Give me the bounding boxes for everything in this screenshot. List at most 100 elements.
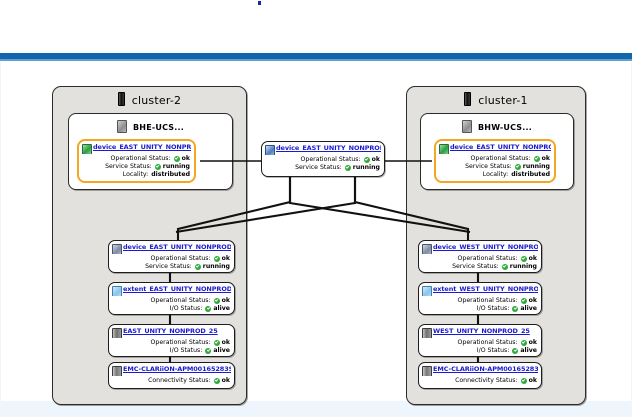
node-name-link[interactable]: device_WEST_UNITY_NONPROD_25: [433, 243, 538, 251]
attr-label: Operational Status:: [457, 255, 518, 262]
node-left-extent[interactable]: extent_EAST_UNITY_NONPROD_25 Operational…: [108, 282, 235, 315]
attr-io-status: I/O Status: alive: [422, 305, 537, 313]
attr-label: Operational Status:: [300, 156, 361, 163]
status-ok-icon: [213, 378, 220, 384]
attr-label: Operational Status:: [150, 339, 211, 346]
status-ok-icon: [520, 256, 527, 262]
node-attributes: Operational Status: ok I/O Status: alive: [112, 297, 230, 313]
attr-value: ok: [528, 377, 537, 384]
node-attributes: Operational Status: ok Service Status: r…: [112, 255, 230, 271]
node-attributes: Operational Status: ok Service Status: r…: [422, 255, 537, 271]
attr-value: distributed: [511, 171, 550, 178]
node-name-link[interactable]: WEST_UNITY_NONPROD_25: [433, 327, 530, 335]
node-header: device_EAST_UNITY_NONPROD_25: [439, 143, 551, 154]
attr-service-status: Service Status: running: [422, 263, 537, 271]
status-ok-icon: [520, 340, 527, 346]
attr-value: running: [509, 263, 537, 270]
node-right-virtual-volume[interactable]: device_EAST_UNITY_NONPROD_25 Operational…: [434, 139, 556, 183]
ucs-icon: [462, 120, 472, 133]
attr-locality: Locality: distributed: [82, 171, 190, 179]
attr-io-status: I/O Status: alive: [112, 347, 230, 355]
storage-array-icon: [112, 366, 122, 376]
cluster-icon: [464, 92, 472, 106]
node-header: device_EAST_UNITY_NONPROD_25: [82, 143, 191, 154]
attr-label: Locality:: [122, 171, 149, 178]
status-ok-icon: [512, 348, 519, 354]
ucs-box-left[interactable]: BHE-UCS... device_EAST_UNITY_NONPROD_25 …: [68, 113, 233, 190]
attr-value: alive: [213, 305, 230, 312]
attr-connectivity-status: Connectivity Status: ok: [112, 377, 230, 385]
cluster-title-label: cluster-1: [478, 94, 528, 107]
node-left-virtual-volume[interactable]: device_EAST_UNITY_NONPROD_25 Operational…: [77, 139, 196, 183]
attr-value: ok: [181, 155, 190, 162]
attr-value: ok: [221, 255, 230, 262]
attr-label: I/O Status:: [476, 305, 510, 312]
node-left-device[interactable]: device_EAST_UNITY_NONPROD_25 Operational…: [108, 240, 235, 273]
status-ok-icon: [512, 306, 519, 312]
attr-value: ok: [221, 297, 230, 304]
node-attributes: Connectivity Status: ok: [112, 377, 230, 385]
attr-label: I/O Status:: [476, 347, 510, 354]
node-name-link[interactable]: EMC-CLARiiON-APM00165283SE: [433, 365, 538, 373]
attr-connectivity-status: Connectivity Status: ok: [422, 377, 537, 385]
node-center-distributed-device[interactable]: device_EAST_UNITY_NONPROD_25 Operational…: [261, 141, 385, 177]
attr-io-status: I/O Status: alive: [112, 305, 230, 313]
attr-operational-status: Operational Status: ok: [422, 255, 537, 263]
node-header: device_WEST_UNITY_NONPROD_25: [422, 243, 538, 254]
node-name-link[interactable]: EMC-CLARiiON-APM00165283SE: [123, 365, 231, 373]
node-name-link[interactable]: device_EAST_UNITY_NONPROD_25: [93, 143, 191, 151]
node-right-extent[interactable]: extent_WEST_UNITY_NONPROD_25 Operational…: [418, 282, 542, 315]
attr-service-status: Service Status: running: [82, 163, 190, 171]
node-name-link[interactable]: extent_EAST_UNITY_NONPROD_25: [123, 285, 231, 293]
attr-operational-status: Operational Status: ok: [82, 155, 190, 163]
attr-label: Operational Status:: [150, 297, 211, 304]
attr-value: ok: [528, 255, 537, 262]
node-right-storage-volume[interactable]: WEST_UNITY_NONPROD_25 Operational Status…: [418, 324, 542, 357]
attr-locality: Locality: distributed: [439, 171, 550, 179]
cluster-icon: [117, 92, 125, 106]
canvas-bottom-band: [0, 406, 632, 417]
attr-label: Service Status:: [452, 263, 499, 270]
cluster-title-label: cluster-2: [131, 94, 182, 107]
status-ok-icon: [213, 256, 220, 262]
node-header: EAST_UNITY_NONPROD_25: [112, 327, 231, 338]
ucs-title-label: BHE-UCS...: [133, 123, 184, 132]
node-right-storage-array[interactable]: EMC-CLARiiON-APM00165283SE Connectivity …: [418, 362, 542, 389]
extent-icon: [112, 286, 122, 296]
node-right-device[interactable]: device_WEST_UNITY_NONPROD_25 Operational…: [418, 240, 542, 273]
attr-value: running: [202, 263, 230, 270]
node-header: WEST_UNITY_NONPROD_25: [422, 327, 538, 338]
cluster-title-right: cluster-1: [407, 92, 585, 107]
node-name-link[interactable]: EAST_UNITY_NONPROD_25: [123, 327, 218, 335]
attr-label: Connectivity Status:: [455, 377, 518, 384]
ucs-icon: [117, 120, 127, 133]
attr-label: Connectivity Status:: [148, 377, 211, 384]
status-ok-icon: [213, 298, 220, 304]
status-ok-icon: [520, 378, 527, 384]
attr-service-status: Service Status: running: [112, 263, 230, 271]
attr-value: ok: [371, 156, 380, 163]
status-ok-icon: [154, 164, 161, 170]
node-name-link[interactable]: device_EAST_UNITY_NONPROD_25: [123, 243, 231, 251]
storage-volume-icon: [422, 328, 432, 338]
storage-volume-icon: [112, 328, 122, 338]
status-ok-icon: [501, 264, 508, 270]
cluster-title-left: cluster-2: [53, 92, 246, 107]
attr-label: Operational Status:: [470, 155, 531, 162]
node-left-storage-volume[interactable]: EAST_UNITY_NONPROD_25 Operational Status…: [108, 324, 235, 357]
node-left-storage-array[interactable]: EMC-CLARiiON-APM00165283SE Connectivity …: [108, 362, 235, 389]
node-name-link[interactable]: device_EAST_UNITY_NONPROD_25: [450, 143, 551, 151]
attr-service-status: Service Status: running: [439, 163, 550, 171]
attr-label: Service Status:: [295, 164, 342, 171]
node-name-link[interactable]: extent_WEST_UNITY_NONPROD_25: [433, 285, 538, 293]
attr-io-status: I/O Status: alive: [422, 347, 537, 355]
ucs-title-label: BHW-UCS...: [478, 123, 532, 132]
ucs-box-right[interactable]: BHW-UCS... device_EAST_UNITY_NONPROD_25 …: [420, 113, 574, 190]
node-name-link[interactable]: device_EAST_UNITY_NONPROD_25: [276, 144, 381, 152]
status-ok-icon: [205, 348, 212, 354]
attr-value: running: [522, 163, 550, 170]
attr-value: ok: [221, 377, 230, 384]
app-header-underline: [0, 59, 632, 61]
extent-icon: [422, 286, 432, 296]
